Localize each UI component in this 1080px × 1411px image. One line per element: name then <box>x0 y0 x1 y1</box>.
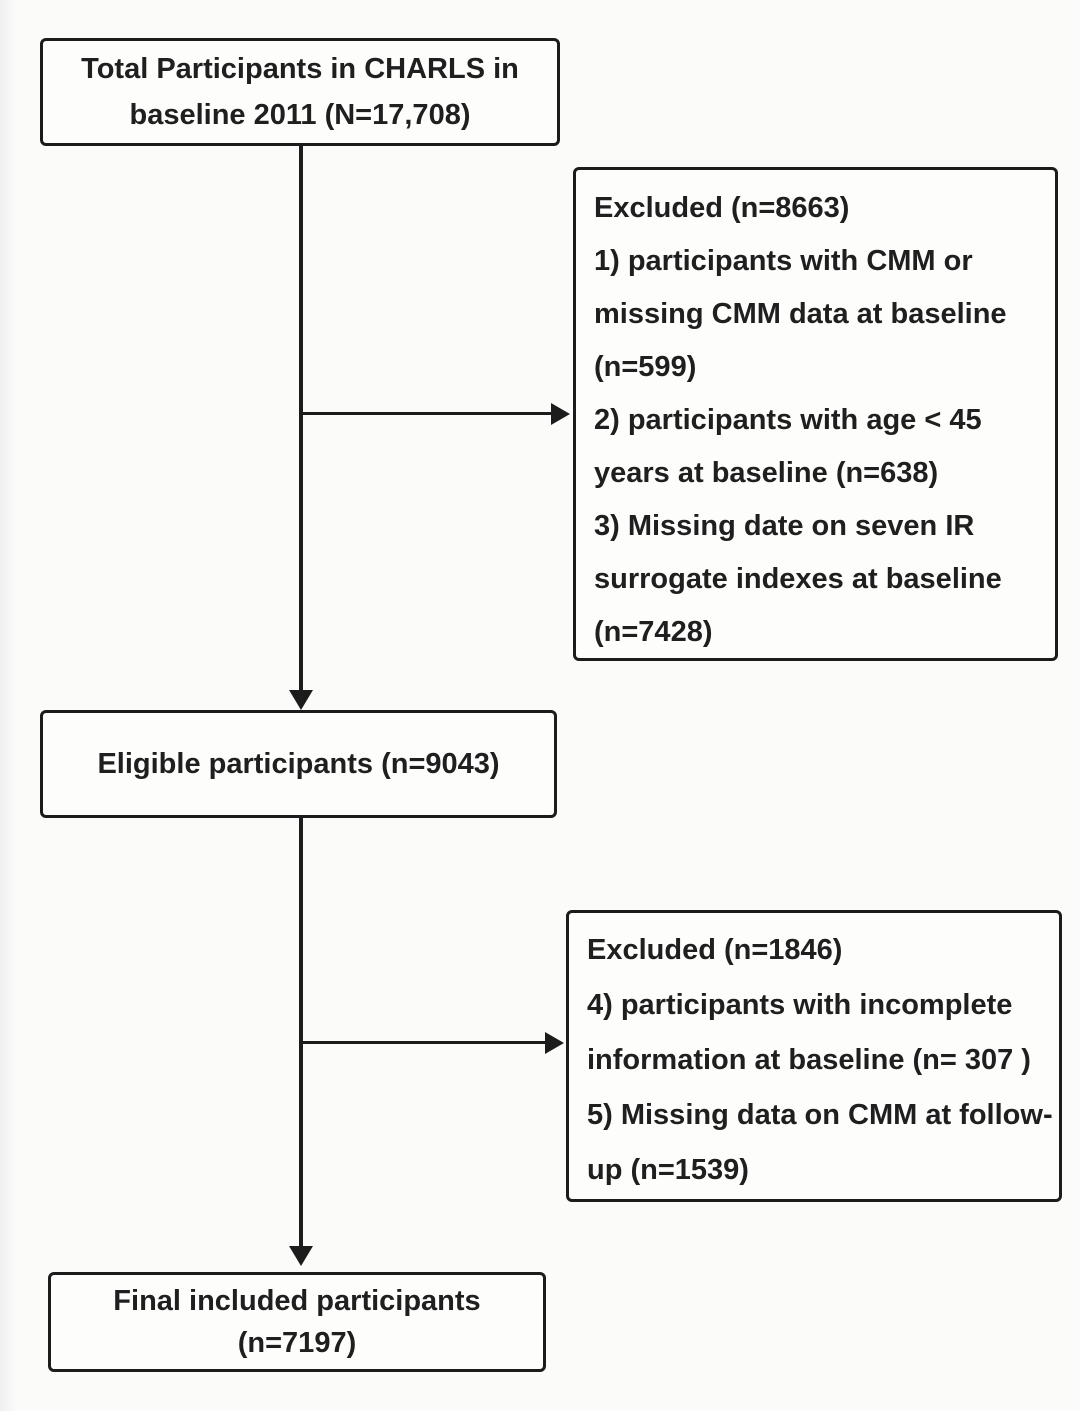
box-line: (n=599) <box>594 351 697 383</box>
box-eligible-participants: Eligible participants (n=9043) <box>40 710 557 818</box>
box-line: Excluded (n=1846) <box>587 934 843 966</box>
arrowhead-right-icon <box>551 403 570 425</box>
box-excluded-baseline: Excluded (n=8663) 1) participants with C… <box>573 167 1058 661</box>
box-excluded-followup: Excluded (n=1846) 4) participants with i… <box>566 910 1062 1202</box>
box-line: (n=7197) <box>237 1327 357 1359</box>
box-line: 3) Missing date on seven IR <box>594 510 975 542</box>
box-line: up (n=1539) <box>587 1154 749 1186</box>
box-line: missing CMM data at baseline <box>594 298 1007 330</box>
box-line: 5) Missing data on CMM at follow- <box>587 1099 1053 1131</box>
arrowhead-right-icon <box>545 1032 564 1054</box>
connector-branch-excluded-baseline <box>301 412 553 415</box>
connector-total-to-eligible <box>299 146 303 692</box>
box-line: surrogate indexes at baseline <box>594 563 1002 595</box>
box-line: Eligible participants (n=9043) <box>97 748 500 780</box>
box-line: 4) participants with incomplete <box>587 989 1013 1021</box>
box-line: Final included participants <box>113 1285 481 1317</box>
box-final-included: Final included participants (n=7197) <box>48 1272 546 1372</box>
box-total-participants: Total Participants in CHARLS in baseline… <box>40 38 560 146</box>
connector-eligible-to-final <box>299 818 303 1246</box>
box-line: information at baseline (n= 307 ) <box>587 1044 1031 1076</box>
arrowhead-down-icon <box>289 1246 313 1266</box>
box-line: baseline 2011 (N=17,708) <box>129 99 471 131</box>
box-line: years at baseline (n=638) <box>594 457 939 489</box>
connector-branch-excluded-followup <box>301 1041 547 1044</box>
box-line: Excluded (n=8663) <box>594 192 850 224</box>
box-line: Total Participants in CHARLS in <box>81 53 519 85</box>
box-line: (n=7428) <box>594 616 713 648</box>
box-line: 1) participants with CMM or <box>594 245 973 277</box>
box-line: 2) participants with age < 45 <box>594 404 982 436</box>
arrowhead-down-icon <box>289 690 313 710</box>
